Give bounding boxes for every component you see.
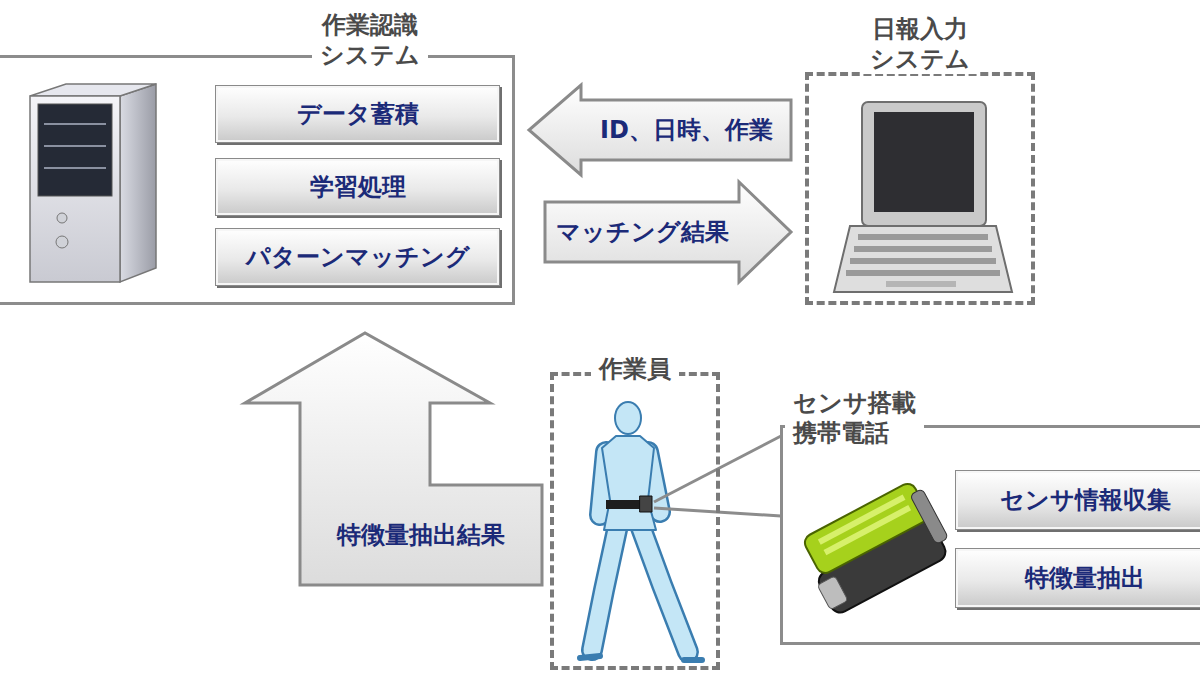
process-box: 特徴量抽出	[955, 548, 1200, 608]
server-button	[57, 213, 67, 223]
process-box: センサ情報収集	[955, 470, 1200, 530]
box-label: パターンマッチング	[246, 242, 470, 272]
figure-fill-part	[640, 525, 688, 652]
server-panel	[38, 104, 112, 196]
belt-clip	[640, 496, 652, 512]
phone-icon	[795, 478, 956, 617]
block-arrow	[545, 182, 791, 282]
figure-fill-part	[592, 525, 618, 650]
phone-hinge	[910, 489, 949, 545]
arrow-label: ID、日時、作業	[600, 115, 773, 145]
laptop-base	[834, 226, 1012, 292]
laptop-screen	[874, 112, 974, 212]
worker-group: 作業員	[550, 372, 720, 670]
worker-figure	[580, 402, 702, 660]
phone-edge	[817, 576, 848, 610]
group-title: 作業認識 システム	[312, 10, 428, 70]
phone-stripe	[824, 505, 912, 555]
figure-feet	[580, 656, 702, 660]
arrow-label: 特徴量抽出結果	[337, 520, 505, 550]
group-title: センサ搭載 携帯電話	[785, 388, 924, 448]
block-arrow	[245, 333, 542, 585]
server-bay	[44, 145, 106, 147]
server-top	[30, 84, 156, 96]
device-group: センサ搭載 携帯電話センサ情報収集特徴量抽出	[780, 425, 1200, 645]
laptop-keys-part	[886, 281, 956, 287]
system-group: 日報入力 システム	[805, 72, 1035, 305]
group-title: 作業員	[591, 354, 679, 384]
figure-outline-part	[640, 525, 688, 652]
box-label: センサ情報収集	[1000, 485, 1171, 515]
laptop-icon	[834, 102, 1012, 292]
process-box: データ蓄積	[215, 85, 500, 143]
figure-outline-part	[592, 525, 618, 650]
process-box: パターンマッチング	[215, 228, 500, 286]
laptop-keys-part	[858, 234, 988, 240]
server-front	[30, 96, 120, 282]
system-group: 作業認識 システムデータ蓄積学習処理パターンマッチング	[0, 55, 515, 305]
figure-head	[615, 402, 641, 434]
laptop-keys-part	[846, 270, 1000, 276]
server-icon	[30, 84, 156, 282]
box-label: 学習処理	[310, 172, 406, 202]
server-button	[56, 236, 68, 248]
laptop-keys	[846, 234, 1000, 287]
server-bay	[44, 123, 106, 125]
arrow-label: マッチング結果	[556, 217, 729, 247]
box-label: 特徴量抽出	[1025, 563, 1145, 593]
server-bay	[44, 167, 106, 169]
group-title: 日報入力 システム	[862, 14, 978, 74]
server-side	[120, 84, 156, 282]
laptop-keys-part	[850, 258, 996, 264]
laptop-lid	[862, 102, 986, 226]
box-label: データ蓄積	[297, 99, 419, 129]
block-arrow	[529, 85, 791, 175]
laptop-keys-part	[854, 246, 992, 252]
figure-torso	[602, 436, 656, 530]
process-box: 学習処理	[215, 158, 500, 216]
